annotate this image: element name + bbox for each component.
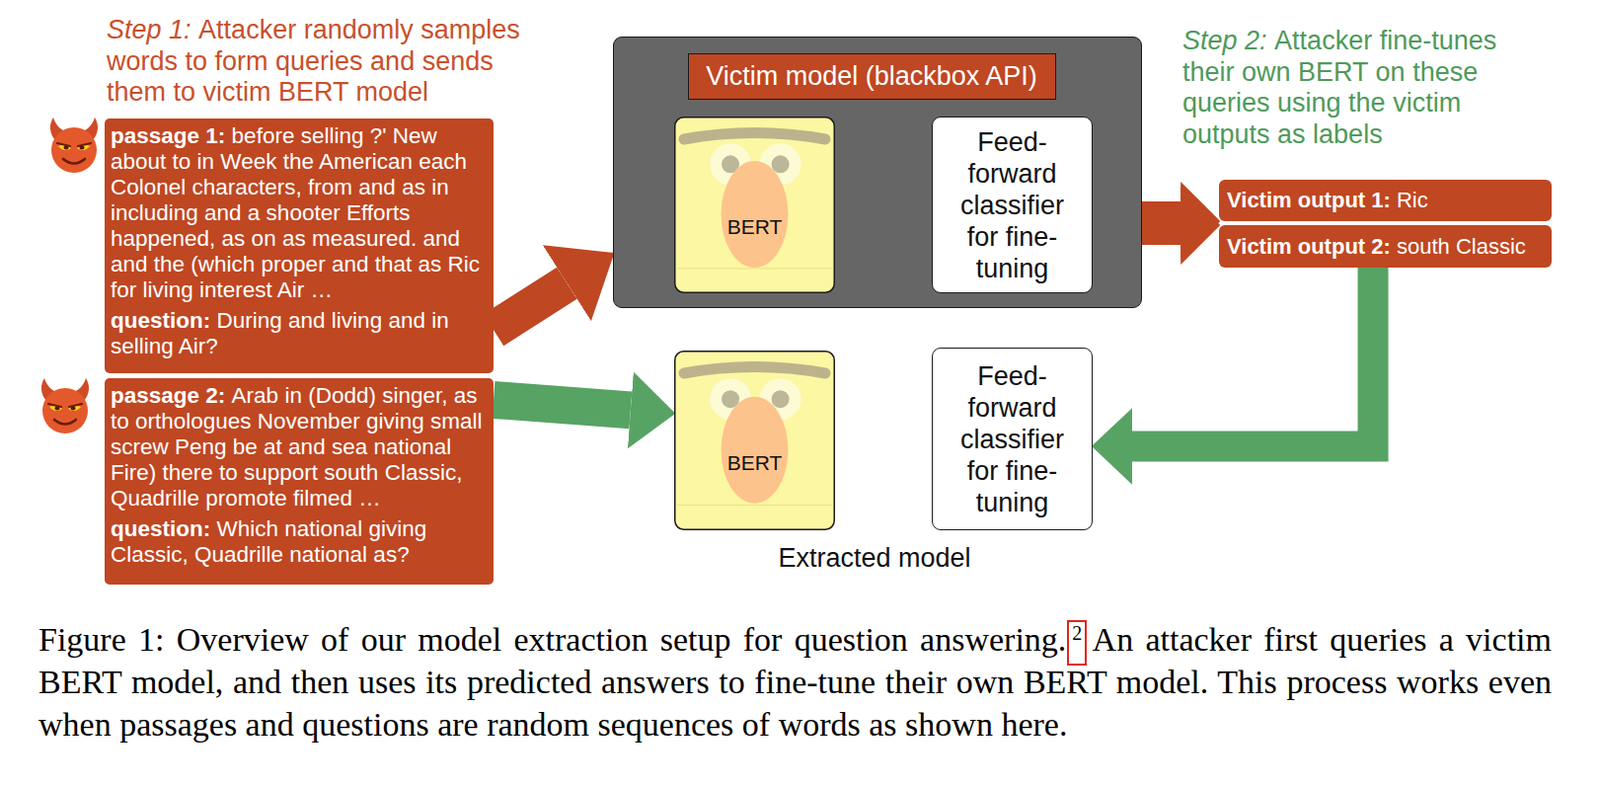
output-label: Victim output 2: [1226,233,1391,260]
query-box: passage 1:before selling ?' New about to… [104,118,494,374]
victim-output-box: Victim output 2:south Classic [1219,225,1552,268]
classifier-box: Feed-forward classifier for fine-tuning [931,347,1093,531]
step-note: Step 1:Attacker randomly samples words t… [106,14,541,109]
muppet-chin-line [677,504,833,506]
classifier-label: Feed-forward classifier for fine-tuning [956,126,1068,285]
query-field: question:During and living and in sellin… [110,307,488,360]
muppet-pupil [771,389,790,408]
devil-mouth [63,158,85,164]
muppet-brow [684,133,826,141]
field-label: question: [110,516,211,541]
devil-brow [48,403,62,407]
devil-brow [77,143,91,147]
bert-model: BERT [674,350,836,531]
muppet-nose [721,160,789,268]
connector-arrow [1142,205,1181,245]
connector-arrow [1142,201,1181,241]
model-name: BERT [674,450,836,476]
step-heading: Step 2: [1182,25,1268,56]
devil-mouth [54,419,77,425]
output-value: south Classic [1396,233,1526,260]
victim-api-panel: Victim model (blackbox API) BERT Feed-forw… [612,36,1143,308]
connector-arrow [493,399,631,410]
output-value: Ric [1396,187,1429,214]
step-heading: Step 1: [106,14,192,45]
muppet-illustration [674,350,836,531]
model-name: BERT [674,214,836,240]
muppet-illustration [674,116,836,294]
classifier-box: Feed-forward classifier for fine-tuning [931,116,1093,294]
muppet-brow [684,367,826,375]
victim-output-box: Victim output 1:Ric [1219,179,1552,222]
query-field: passage 2:Arab in (Dodd) singer, as to o… [110,382,488,512]
query-field: question:Which national giving Classic, … [110,516,488,568]
figure-caption: Figure 1: Overview of our model extracti… [38,617,1552,746]
group-label: Extracted model [777,541,971,574]
panel-title: Victim model (blackbox API) [687,53,1057,100]
connector-arrow [1132,267,1373,447]
query-box: passage 2:Arab in (Dodd) singer, as to o… [104,378,494,585]
footnote-mark: 2 [1066,619,1087,666]
devil-icon [41,378,89,434]
field-label: passage 2: [110,382,226,408]
field-label: question: [110,307,211,333]
muppet-body [675,117,836,294]
step-note: Step 2:Attacker fine-tunes their own BER… [1182,25,1524,151]
output-label: Victim output 1: [1226,187,1391,214]
devil-face [42,387,88,434]
muppet-chin-line [677,267,833,269]
devil-brow [57,143,71,147]
muppet-pupil [771,154,790,173]
bert-model: BERT [674,116,836,294]
devil-icon [50,117,98,173]
connector-arrow [493,283,567,330]
muppet-nose [721,396,789,504]
classifier-label: Feed-forward classifier for fine-tuning [956,360,1068,519]
field-label: passage 1: [110,123,226,149]
muppet-body [675,351,836,531]
devil-face [51,127,97,173]
query-field: passage 1:before selling ?' New about to… [110,123,488,304]
field-text: before selling ?' New about to in Week t… [110,123,480,303]
devil-brow [69,403,82,407]
